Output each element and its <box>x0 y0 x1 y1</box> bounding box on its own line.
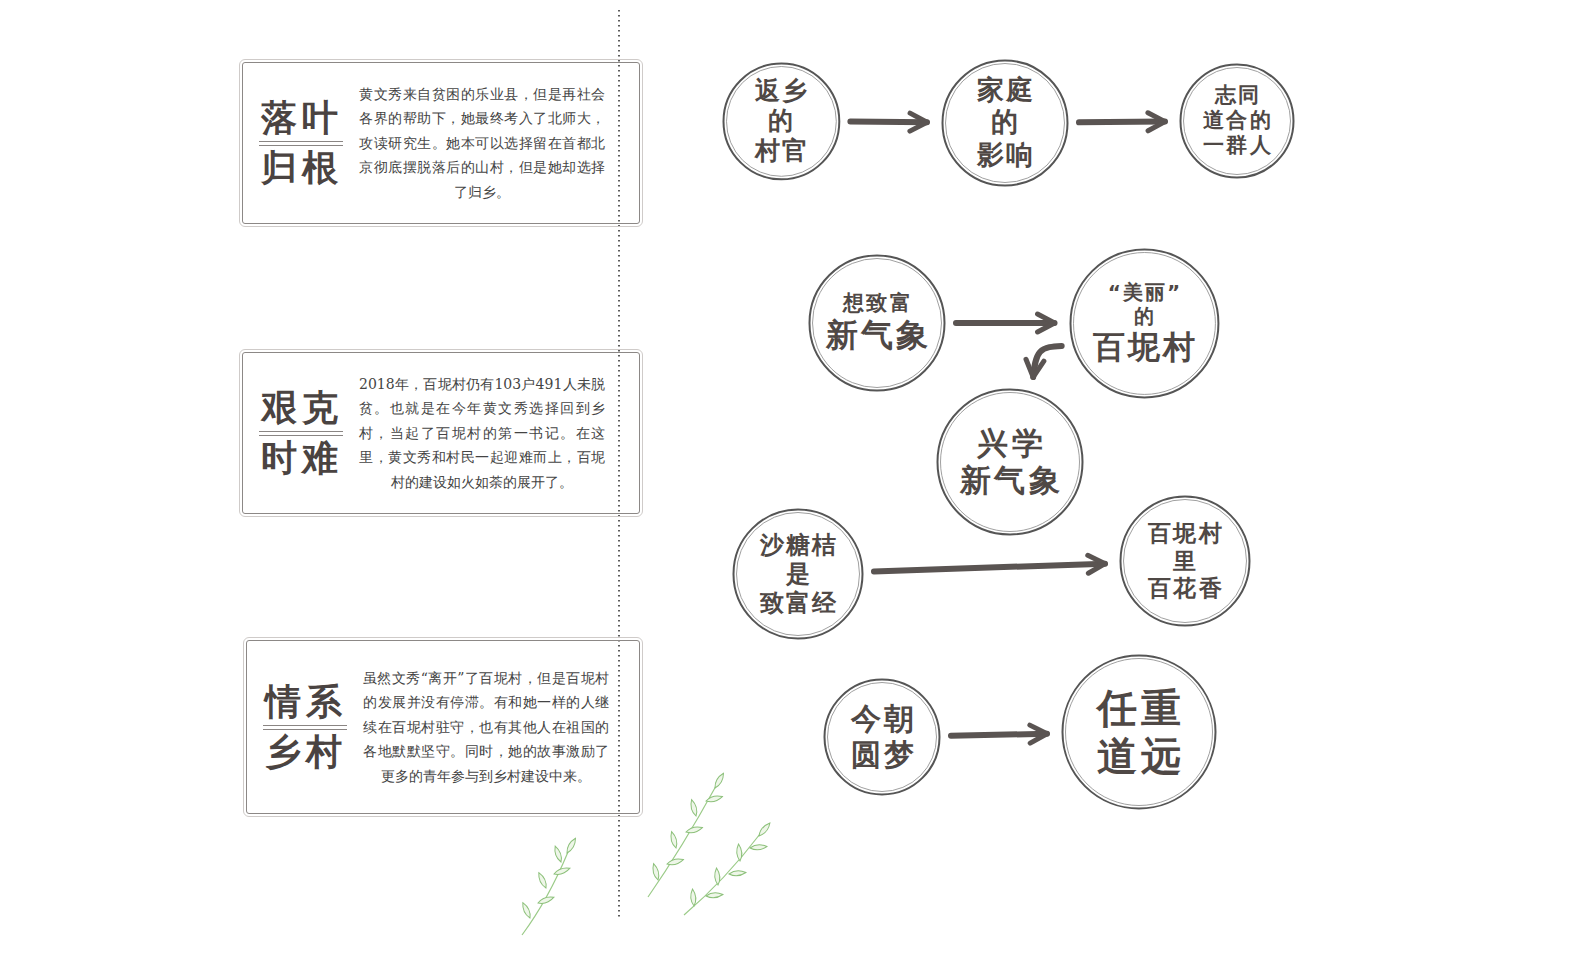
leaf-sprig <box>521 837 578 935</box>
dotted-divider <box>618 10 620 918</box>
text-panel: 落叶 归根黄文秀来自贫困的乐业县，但是再社会各界的帮助下，她最终考入了北师大，攻… <box>242 62 640 224</box>
flow-arrow <box>956 320 1055 326</box>
flow-arrow <box>1033 346 1062 377</box>
flow-arrow <box>874 564 1105 572</box>
circle-label: 新气象 <box>823 316 932 354</box>
panel-body: 2018年，百坭村仍有103户491人未脱贫。也就是在今年黄文秀选择回到乡村，当… <box>359 372 605 495</box>
topic-circle: 兴学 新气象 <box>936 388 1084 536</box>
topic-circle: 沙糖桔 是 致富经 <box>732 508 864 640</box>
panel-title: 艰克 时难 <box>259 383 343 484</box>
circle-label: 沙糖桔 是 致富经 <box>757 531 839 617</box>
circle-label: 家庭 的 影响 <box>974 74 1036 171</box>
panel-body: 虽然文秀“离开”了百坭村，但是百坭村的发展并没有停滞。有和她一样的人继续在百坭村… <box>363 666 609 789</box>
circle-label: 兴学 新气象 <box>957 425 1062 499</box>
topic-circle: 返乡 的 村官 <box>722 62 841 181</box>
circle-label: 志同 道合的 一群人 <box>1201 83 1272 159</box>
circle-label: 想致富 <box>841 291 912 316</box>
circle-label: 百坭村 里 百花香 <box>1146 520 1224 603</box>
topic-circle: “美丽”的百坭村 <box>1069 248 1220 399</box>
panel-body: 黄文秀来自贫困的乐业县，但是再社会各界的帮助下，她最终考入了北师大，攻读研究生。… <box>359 82 605 205</box>
topic-circle: 想致富新气象 <box>808 254 946 392</box>
leaf-sprig <box>684 821 772 915</box>
panel-title: 落叶 归根 <box>259 93 343 194</box>
circle-label: 百坭村 <box>1090 328 1199 366</box>
text-panel: 情系 乡村虽然文秀“离开”了百坭村，但是百坭村的发展并没有停滞。有和她一样的人继… <box>246 640 640 814</box>
flow-arrow <box>1079 119 1165 126</box>
circle-label: 返乡 的 村官 <box>752 76 810 166</box>
topic-circle: 任重 道远 <box>1061 654 1217 810</box>
leaf-sprig <box>648 772 726 897</box>
topic-circle: 今朝 圆梦 <box>823 678 941 796</box>
topic-circle: 志同 道合的 一群人 <box>1179 63 1295 179</box>
panel-title: 情系 乡村 <box>263 677 347 778</box>
circle-label: 任重 道远 <box>1093 684 1185 780</box>
circle-label: “美丽”的 <box>1106 280 1182 328</box>
text-panel: 艰克 时难2018年，百坭村仍有103户491人未脱贫。也就是在今年黄文秀选择回… <box>242 352 640 514</box>
flow-arrow <box>951 734 1047 736</box>
topic-circle: 百坭村 里 百花香 <box>1119 495 1251 627</box>
circle-outline <box>1061 654 1217 810</box>
topic-circle: 家庭 的 影响 <box>941 59 1069 187</box>
flow-arrow <box>850 119 927 126</box>
circle-label: 今朝 圆梦 <box>848 701 917 773</box>
